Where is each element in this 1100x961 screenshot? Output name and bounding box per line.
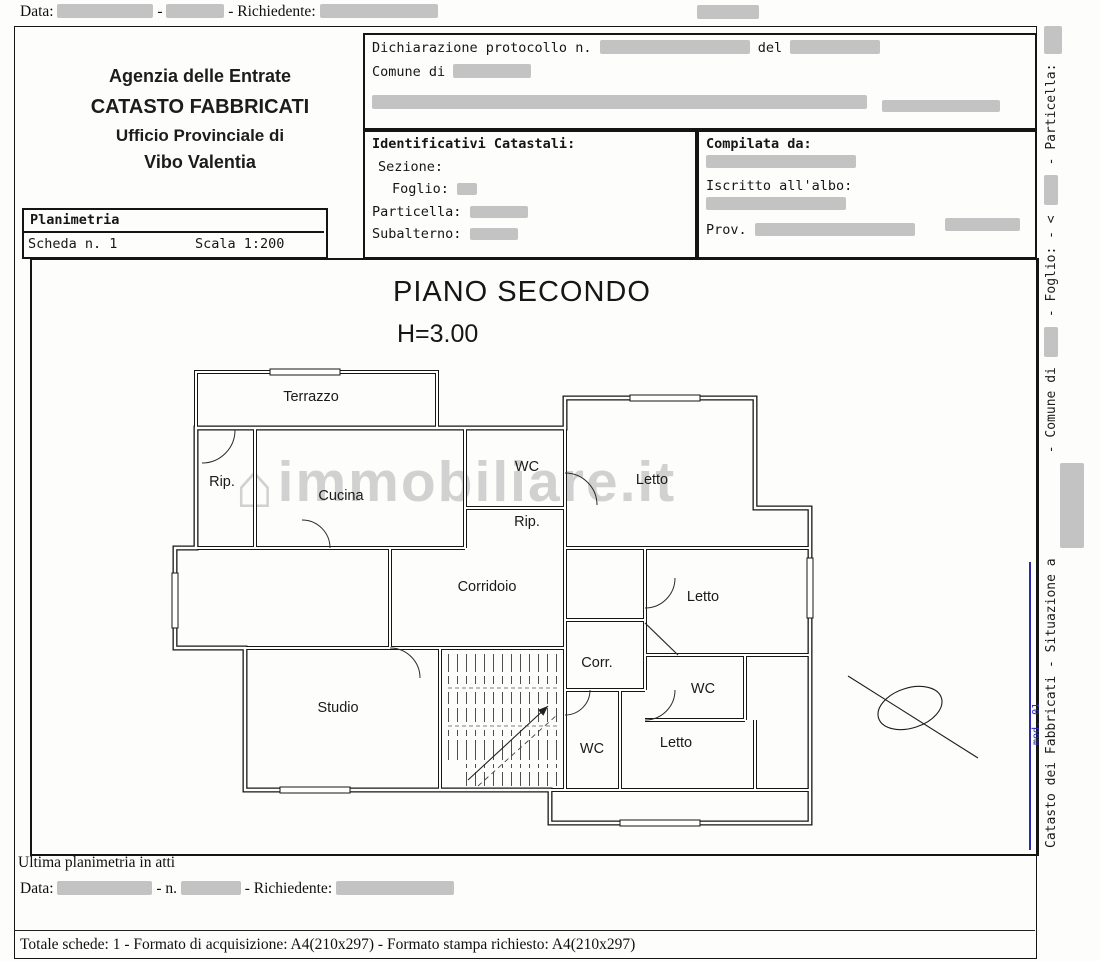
- identificativi-title: Identificativi Catastali:: [372, 136, 576, 152]
- sidebar-segment-catasto: Catasto dei Fabbricati - Situazione a: [1044, 558, 1059, 848]
- right-margin-sidebar: Catasto dei Fabbricati - Situazione a - …: [1044, 26, 1084, 848]
- sidebar-segment-foglio: - Foglio: - <: [1044, 215, 1059, 318]
- room-label-rip-1: Rip.: [209, 474, 235, 490]
- planimetria-title: Planimetria: [30, 212, 120, 228]
- redaction-block: [790, 40, 881, 54]
- redaction-block: [166, 4, 225, 18]
- protocol-line: Dichiarazione protocollo n. del: [372, 40, 881, 56]
- room-label-studio: Studio: [317, 700, 359, 716]
- redaction-block: [599, 40, 750, 54]
- particella-row: Particella:: [372, 204, 528, 220]
- albo-label: Iscritto all'albo:: [706, 178, 853, 194]
- drawing-frame: [30, 258, 1039, 856]
- redaction-block: [706, 155, 856, 168]
- window-marks: [171, 368, 814, 827]
- subalterno-label: Subalterno:: [372, 226, 462, 242]
- scala-label: Scala 1:200: [195, 236, 285, 252]
- redaction-block: [706, 197, 846, 210]
- top-richiedente-label: - Richiedente:: [228, 3, 316, 20]
- sidebar-segment-comune: - Comune di: [1044, 367, 1059, 454]
- staircase: [448, 654, 560, 787]
- protocol-del-label: del: [757, 40, 783, 56]
- prov-row: Prov.: [706, 222, 915, 238]
- floor-plan-drawing: [171, 368, 979, 827]
- room-label-wc-2: WC: [690, 681, 716, 697]
- top-sep: -: [157, 3, 163, 20]
- drawing-area: PIANO SECONDO H=3.00 ⌂immobiliare.it: [30, 258, 1035, 852]
- protocol-declaration-label: Dichiarazione protocollo n.: [372, 40, 592, 56]
- footer-data-line: Data: - n. - Richiedente:: [20, 880, 454, 898]
- redaction-block: [453, 64, 532, 78]
- agency-name: Agenzia delle Entrate: [108, 66, 292, 86]
- redaction-block: [1044, 327, 1058, 358]
- mod-label: mod. 01: [1031, 702, 1042, 745]
- protocol-box: [363, 33, 1037, 132]
- redaction-block: [697, 5, 759, 19]
- sezione-label: Sezione:: [378, 159, 444, 175]
- footer-divider: [14, 930, 1035, 931]
- office-line: Ufficio Provinciale di: [115, 126, 285, 145]
- plan-height-label: H=3.00: [397, 320, 479, 348]
- room-label-terrazzo: Terrazzo: [283, 389, 339, 405]
- prov-label: Prov.: [706, 222, 747, 238]
- totale-schede-line: Totale schede: 1 - Formato di acquisizio…: [20, 936, 636, 953]
- comune-line: Comune di: [372, 64, 532, 80]
- redaction-block: [180, 881, 241, 895]
- redaction-block: [469, 228, 518, 240]
- redaction-block: [469, 206, 528, 218]
- office-city: Vibo Valentia: [144, 152, 256, 172]
- redaction-block: [1044, 175, 1058, 206]
- room-label-cucina: Cucina: [318, 488, 364, 504]
- redaction-block: [457, 183, 478, 195]
- subalterno-row: Subalterno:: [372, 226, 518, 242]
- redaction-block: [372, 95, 867, 109]
- room-label-corridoio: Corridoio: [457, 579, 517, 595]
- footer-richiedente-label: - Richiedente:: [244, 880, 333, 897]
- redaction-block: [57, 4, 154, 18]
- foglio-label: Foglio:: [392, 181, 449, 197]
- stairs-direction-arrow: [538, 706, 548, 716]
- footer-n-label: - n.: [156, 880, 177, 897]
- room-label-wc-3: WC: [579, 741, 605, 757]
- foglio-row: Foglio:: [392, 181, 478, 197]
- redaction-block: [336, 881, 454, 895]
- redaction-block: [1060, 463, 1084, 549]
- redaction-block: [945, 218, 1020, 231]
- top-data-line: Data: - - Richiedente:: [20, 3, 438, 21]
- redaction-block: [754, 223, 915, 236]
- planimetria-divider: [22, 231, 324, 233]
- watermark-text: immobiliare.it: [277, 450, 677, 514]
- document-outer-border: [14, 26, 1037, 959]
- room-label-letto-1: Letto: [635, 472, 669, 488]
- watermark: ⌂immobiliare.it: [235, 448, 676, 522]
- sidebar-segment-particella: - Particella:: [1044, 63, 1059, 166]
- vertical-rule-blue: [1029, 562, 1031, 850]
- redaction-block: [57, 881, 153, 895]
- scheda-label: Scheda n. 1: [28, 236, 118, 252]
- door-arcs: [201, 429, 676, 721]
- catasto-title: CATASTO FABBRICATI: [90, 96, 310, 118]
- ultima-planimetria-label: Ultima planimetria in atti: [18, 854, 176, 871]
- room-label-wc-1: WC: [514, 459, 540, 475]
- footer-data-label: Data:: [20, 880, 54, 897]
- room-label-corr: Corr.: [581, 655, 613, 671]
- compilata-title: Compilata da:: [706, 136, 812, 152]
- interior-walls-core: [175, 428, 810, 791]
- north-arrow-icon: [847, 675, 979, 759]
- particella-label: Particella:: [372, 204, 462, 220]
- plan-title: PIANO SECONDO: [393, 276, 651, 308]
- corner-diagonal-wall: [644, 622, 679, 656]
- redaction-block: [319, 4, 438, 18]
- comune-label: Comune di: [372, 64, 446, 80]
- room-label-rip-2: Rip.: [514, 514, 540, 530]
- redaction-block: [1044, 26, 1062, 54]
- room-label-letto-2: Letto: [686, 589, 720, 605]
- room-label-letto-3: Letto: [659, 735, 693, 751]
- redaction-block: [882, 100, 1000, 112]
- top-data-label: Data:: [20, 3, 54, 20]
